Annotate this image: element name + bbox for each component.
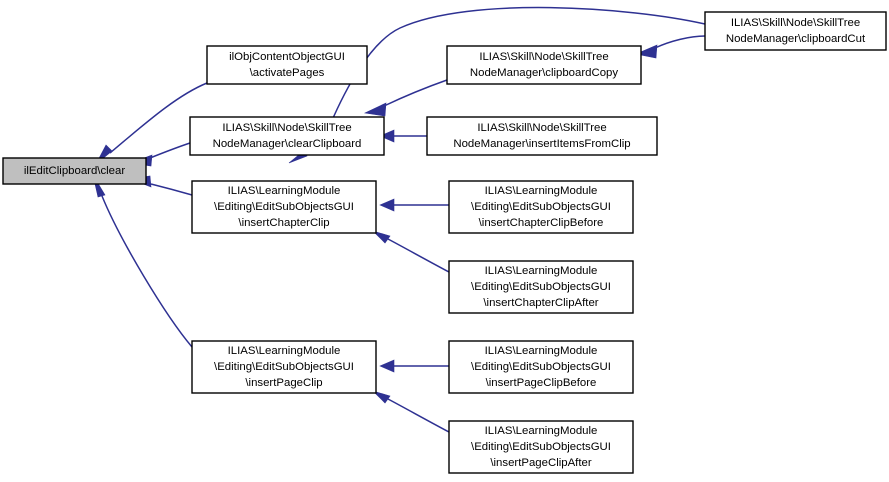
edge-insertPageClipBefore-to-insertPageClip [379, 359, 449, 373]
node-label-line: NodeManager\insertItemsFromClip [453, 138, 630, 150]
node-label-line: ilObjContentObjectGUI [229, 51, 345, 63]
node-label-line: ilEditClipboard\clear [24, 165, 126, 177]
node-label-line: \insertChapterClipAfter [483, 297, 598, 309]
arrowhead-icon [363, 102, 387, 117]
edge-line [109, 82, 208, 154]
edge-line [383, 79, 448, 107]
node-label-line: ILIAS\LearningModule [485, 425, 598, 437]
node-label-line: NodeManager\clipboardCut [726, 33, 866, 45]
node-label-line: \insertPageClipBefore [486, 377, 597, 389]
edge-insertChapterClipAfter-to-insertChapterClip [372, 230, 450, 273]
edge-insertPageClipAfter-to-insertPageClip [372, 390, 450, 433]
node-label-line: \insertChapterClipBefore [479, 217, 604, 229]
nodes-layer: ilEditClipboard\clear ilObjContentObjectG… [2, 11, 887, 474]
node-box[interactable] [2, 157, 147, 185]
node-box[interactable] [189, 116, 385, 156]
node-label-line: \Editing\EditSubObjectsGUI [471, 201, 611, 213]
graph-node-insertPageClipBefore[interactable]: ILIAS\LearningModule \Editing\EditSubObje… [448, 340, 634, 394]
node-box[interactable] [191, 180, 377, 234]
node-label-line: \Editing\EditSubObjectsGUI [214, 201, 354, 213]
node-label-line: ILIAS\LearningModule [485, 265, 598, 277]
node-box[interactable] [704, 11, 887, 51]
node-box[interactable] [206, 45, 368, 85]
node-label-line: NodeManager\clipboardCopy [470, 67, 618, 79]
node-box[interactable] [448, 420, 634, 474]
node-label-line: \insertChapterClip [238, 217, 329, 229]
node-box[interactable] [446, 45, 642, 85]
graph-node-insertPageClip[interactable]: ILIAS\LearningModule \Editing\EditSubObje… [191, 340, 377, 394]
edge-insertItemsFromClip-to-clearClipboard [379, 129, 427, 143]
edge-clipboardCopy-to-clearClipboard [363, 79, 448, 117]
edge-line [150, 183, 193, 196]
arrowhead-icon [372, 390, 391, 404]
graph-node-clearClipboard[interactable]: ILIAS\Skill\Node\SkillTreeNodeManager\cl… [189, 116, 385, 156]
arrowhead-icon [379, 359, 395, 373]
edge-line [387, 398, 450, 433]
graph-node-insertChapterClipAfter[interactable]: ILIAS\LearningModule \Editing\EditSubObje… [448, 260, 634, 314]
arrowhead-icon [372, 230, 391, 244]
graph-node-insertChapterClipBefore[interactable]: ILIAS\LearningModule \Editing\EditSubObje… [448, 180, 634, 234]
arrowhead-icon [379, 129, 395, 143]
node-label-line: ILIAS\Skill\Node\SkillTree [479, 51, 608, 63]
graph-node-insertPageClipAfter[interactable]: ILIAS\LearningModule \Editing\EditSubObje… [448, 420, 634, 474]
node-label-line: \insertPageClip [245, 377, 322, 389]
node-label-line: \Editing\EditSubObjectsGUI [471, 361, 611, 373]
edge-line [654, 35, 706, 49]
edge-line [101, 195, 193, 348]
node-label-line: ILIAS\LearningModule [228, 345, 341, 357]
graph-node-activatePages[interactable]: ilObjContentObjectGUI \activatePages [206, 45, 368, 85]
node-label-line: \insertPageClipAfter [490, 457, 592, 469]
node-label-line: NodeManager\clearClipboard [213, 138, 362, 150]
graph-node-clipboardCopy[interactable]: ILIAS\Skill\Node\SkillTreeNodeManager\cl… [446, 45, 642, 85]
graph-node-insertChapterClip[interactable]: ILIAS\LearningModule \Editing\EditSubObje… [191, 180, 377, 234]
node-label-line: ILIAS\LearningModule [485, 345, 598, 357]
graph-node-clear[interactable]: ilEditClipboard\clear [2, 157, 147, 185]
node-box[interactable] [448, 180, 634, 234]
edge-line [149, 142, 191, 159]
node-box[interactable] [448, 340, 634, 394]
node-label-line: \Editing\EditSubObjectsGUI [214, 361, 354, 373]
node-label-line: \activatePages [250, 67, 325, 79]
node-label-line: ILIAS\LearningModule [485, 185, 598, 197]
graph-node-clipboardCut[interactable]: ILIAS\Skill\Node\SkillTreeNodeManager\cl… [704, 11, 887, 51]
node-box[interactable] [191, 340, 377, 394]
edge-line [387, 238, 450, 273]
edge-insertChapterClipBefore-to-insertChapterClip [379, 198, 449, 212]
node-box[interactable] [448, 260, 634, 314]
node-label-line: \Editing\EditSubObjectsGUI [471, 281, 611, 293]
node-label-line: ILIAS\Skill\Node\SkillTree [731, 17, 860, 29]
edge-insertPageClip-to-clear [92, 174, 193, 348]
graph-node-insertItemsFromClip[interactable]: ILIAS\Skill\Node\SkillTreeNodeManager\in… [426, 116, 658, 156]
node-label-line: \Editing\EditSubObjectsGUI [471, 441, 611, 453]
node-label-line: ILIAS\Skill\Node\SkillTree [222, 122, 351, 134]
node-label-line: ILIAS\Skill\Node\SkillTree [477, 122, 606, 134]
edge-clipboardCut-to-clipboardCopy [634, 35, 706, 59]
node-box[interactable] [426, 116, 658, 156]
node-label-line: ILIAS\LearningModule [228, 185, 341, 197]
arrowhead-icon [379, 198, 395, 212]
